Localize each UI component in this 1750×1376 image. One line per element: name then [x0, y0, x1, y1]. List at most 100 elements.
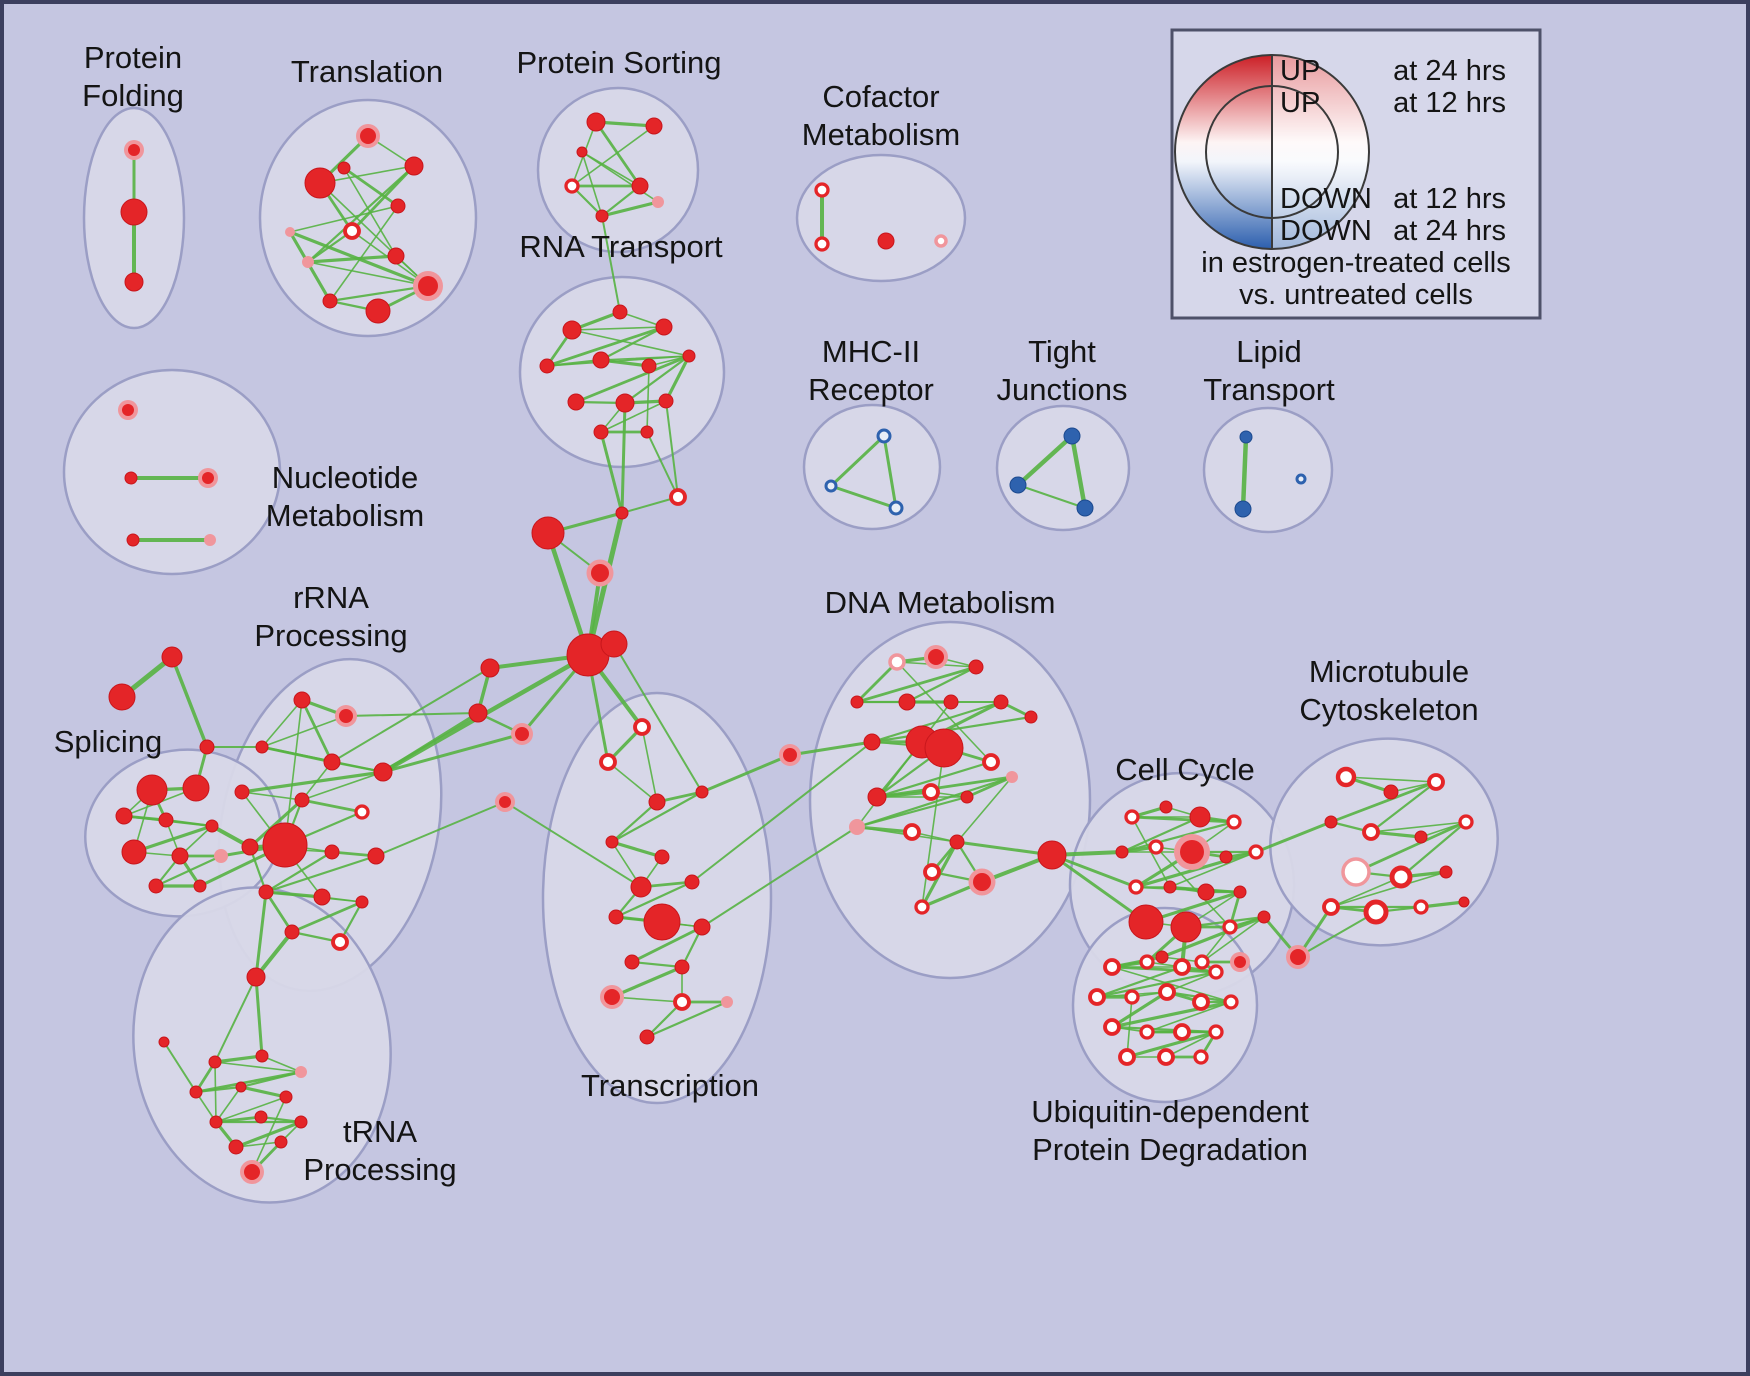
- node-rr-10: [324, 844, 340, 860]
- node-pf-0: [124, 140, 144, 160]
- edge-dm-12-dm-15: [875, 775, 1014, 799]
- node-lt-1: [1234, 500, 1252, 518]
- node-ub-6: [1158, 983, 1176, 1001]
- node-dm-7: [1024, 710, 1038, 724]
- node-cc-8: [1248, 844, 1264, 860]
- edge-tx-12-tx-13: [610, 965, 684, 999]
- node-dm-0: [888, 653, 906, 671]
- edge-b3-mc-11: [1297, 911, 1377, 958]
- edge-mc-8-mc-10: [1330, 876, 1402, 908]
- edge-rr-12-tnUp: [254, 890, 268, 979]
- edge-rr-15-tnUp: [254, 930, 294, 979]
- edge-rt-2-rt-3: [545, 325, 666, 368]
- edge-rr-6-rr-7: [300, 798, 364, 814]
- node-b2: [1037, 840, 1067, 870]
- node-tx-14: [673, 993, 691, 1011]
- node-rr-3: [323, 753, 341, 771]
- edge-ps-0-ps-3: [594, 120, 642, 188]
- node-rt-11: [640, 425, 654, 439]
- edge-ub-3-ub-4: [1095, 970, 1218, 999]
- node-cc-19: [1230, 952, 1250, 972]
- node-rr-0: [293, 691, 311, 709]
- node-dm-8: [863, 733, 881, 751]
- node-tx-5: [654, 849, 670, 865]
- node-lt-0: [1239, 430, 1253, 444]
- node-dm-3: [850, 695, 864, 709]
- edge-dm-2-dm-3: [855, 665, 978, 704]
- edge-cc-2-cc-4: [1120, 815, 1202, 854]
- node-tx-10: [693, 918, 711, 936]
- node-dm-16: [849, 819, 865, 835]
- node-mc-0: [1335, 766, 1357, 788]
- edge-rt-6-rt-7: [574, 354, 691, 404]
- edge-sp-7-sp-8: [154, 854, 223, 888]
- edge-tnLone-tn-3: [163, 1041, 197, 1093]
- edge-rr-12-rr-15: [264, 890, 294, 934]
- cluster-lt: [1202, 406, 1334, 534]
- cluster-mh: [802, 403, 942, 531]
- edge-ub-0-ub-3: [1110, 965, 1218, 974]
- edge-tj-1-tj-2: [1017, 484, 1086, 509]
- node-ps-2: [564, 178, 580, 194]
- node-tn-9: [228, 1139, 244, 1155]
- edge-tn-3-tn-4: [194, 1085, 243, 1094]
- node-mc-13: [1458, 896, 1470, 908]
- edge-tr-10-tr-11: [342, 166, 400, 208]
- edge-tn-8-tn-9: [234, 1120, 303, 1149]
- node-tn-10: [274, 1135, 288, 1149]
- legend-time-2: at 12 hrs: [1393, 183, 1506, 215]
- edge-b1-dm-8: [788, 740, 874, 757]
- node-sp-3: [158, 812, 174, 828]
- node-tr-1: [356, 124, 380, 148]
- edge-dm-2-dm-4: [905, 665, 978, 704]
- edge-rt-0-rt-6: [571, 329, 690, 357]
- edge-tx-2-tx-4: [610, 800, 659, 844]
- legend-time-3: at 24 hrs: [1393, 215, 1506, 247]
- edge-cc-5-cc-15: [1155, 846, 1231, 928]
- node-rr-8: [262, 822, 308, 868]
- node-cc-9: [1128, 879, 1144, 895]
- edge-tj-0-tj-1: [1015, 433, 1075, 488]
- edge-rr-1-rr-2: [261, 715, 347, 748]
- edge-g4-tx-6: [504, 801, 642, 888]
- node-cc-6: [1174, 834, 1210, 870]
- edge-dm-7-dm-8: [870, 715, 1033, 744]
- edge-cc-8-mc-3: [1254, 820, 1333, 854]
- legend-right-half-fade: [1272, 55, 1369, 249]
- node-rr-11: [367, 847, 385, 865]
- node-pf-2: [124, 272, 144, 292]
- edge-ps-1-ps-2: [571, 125, 655, 187]
- node-cc-3: [1226, 814, 1242, 830]
- edge-tn-9-tn-10: [235, 1141, 282, 1148]
- edge-tx-3-tx-4: [610, 790, 704, 844]
- node-ub-1: [1139, 954, 1155, 970]
- node-f4: [586, 559, 614, 587]
- edge-lt-0-lt-1: [1240, 434, 1249, 512]
- node-rr-1: [335, 705, 357, 727]
- edge-tx-11-tx-12: [630, 960, 684, 969]
- node-mc-7: [1341, 857, 1371, 887]
- node-b3: [1286, 945, 1310, 969]
- edge-mc-0-mc-2: [1345, 776, 1437, 783]
- node-g3: [511, 723, 533, 745]
- node-rt-2: [655, 318, 673, 336]
- edge-tx-3-b1: [700, 753, 792, 794]
- edge-dm-11-dm-12: [875, 760, 993, 799]
- node-mc-8: [1389, 865, 1413, 889]
- node-ub-3: [1208, 964, 1224, 980]
- node-tn-6: [209, 1115, 223, 1129]
- node-ps-3: [631, 177, 649, 195]
- edge-dm-0-dm-3: [855, 660, 899, 704]
- node-mc-2: [1427, 773, 1445, 791]
- edge-rt-6-rt-9: [664, 354, 691, 403]
- node-tn-4: [235, 1081, 247, 1093]
- edge-cc-8-cc-10: [1169, 851, 1257, 888]
- node-tn-1: [255, 1049, 269, 1063]
- node-rt-3: [539, 358, 555, 374]
- edge-cc-3-cc-4: [1120, 820, 1236, 854]
- node-f1: [669, 488, 687, 506]
- node-tr-7: [365, 298, 391, 324]
